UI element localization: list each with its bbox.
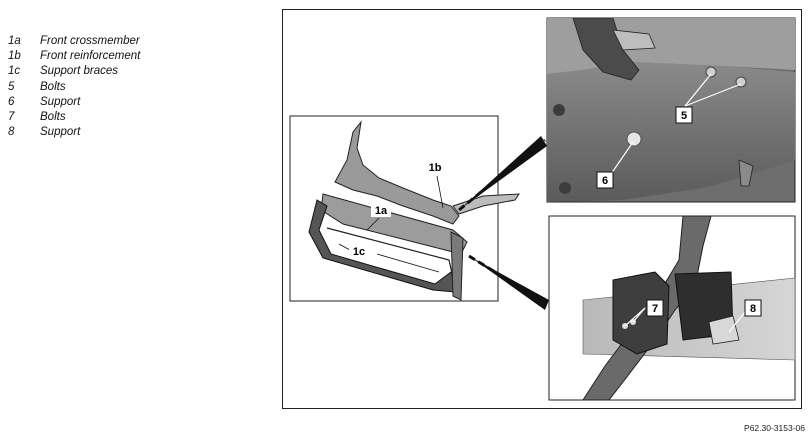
callout-box <box>744 299 762 317</box>
callout-box <box>425 160 445 174</box>
callout-box <box>349 244 369 258</box>
callout-1a: 1a <box>375 205 388 217</box>
callout-box <box>675 106 693 124</box>
overview-panel: 1a 1b 1c <box>289 115 520 302</box>
callout-7: 7 <box>652 303 658 315</box>
callout-5: 5 <box>681 110 687 122</box>
detail-pointers <box>458 136 549 310</box>
detail-panel-upper: 5 6 <box>546 17 796 203</box>
callout-8: 8 <box>750 303 756 315</box>
callout-6: 6 <box>602 175 608 187</box>
callout-1c: 1c <box>353 246 365 258</box>
reference-code: P62.30-3153-06 <box>744 423 805 433</box>
figure-frame: 1a 1b 1c <box>282 9 802 409</box>
callout-box <box>371 203 391 217</box>
callout-box <box>646 299 664 317</box>
callout-box <box>596 171 614 189</box>
detail-panel-lower: 7 8 <box>548 215 796 401</box>
technical-illustration: 1a 1b 1c <box>289 17 796 401</box>
callout-1b: 1b <box>429 162 442 174</box>
